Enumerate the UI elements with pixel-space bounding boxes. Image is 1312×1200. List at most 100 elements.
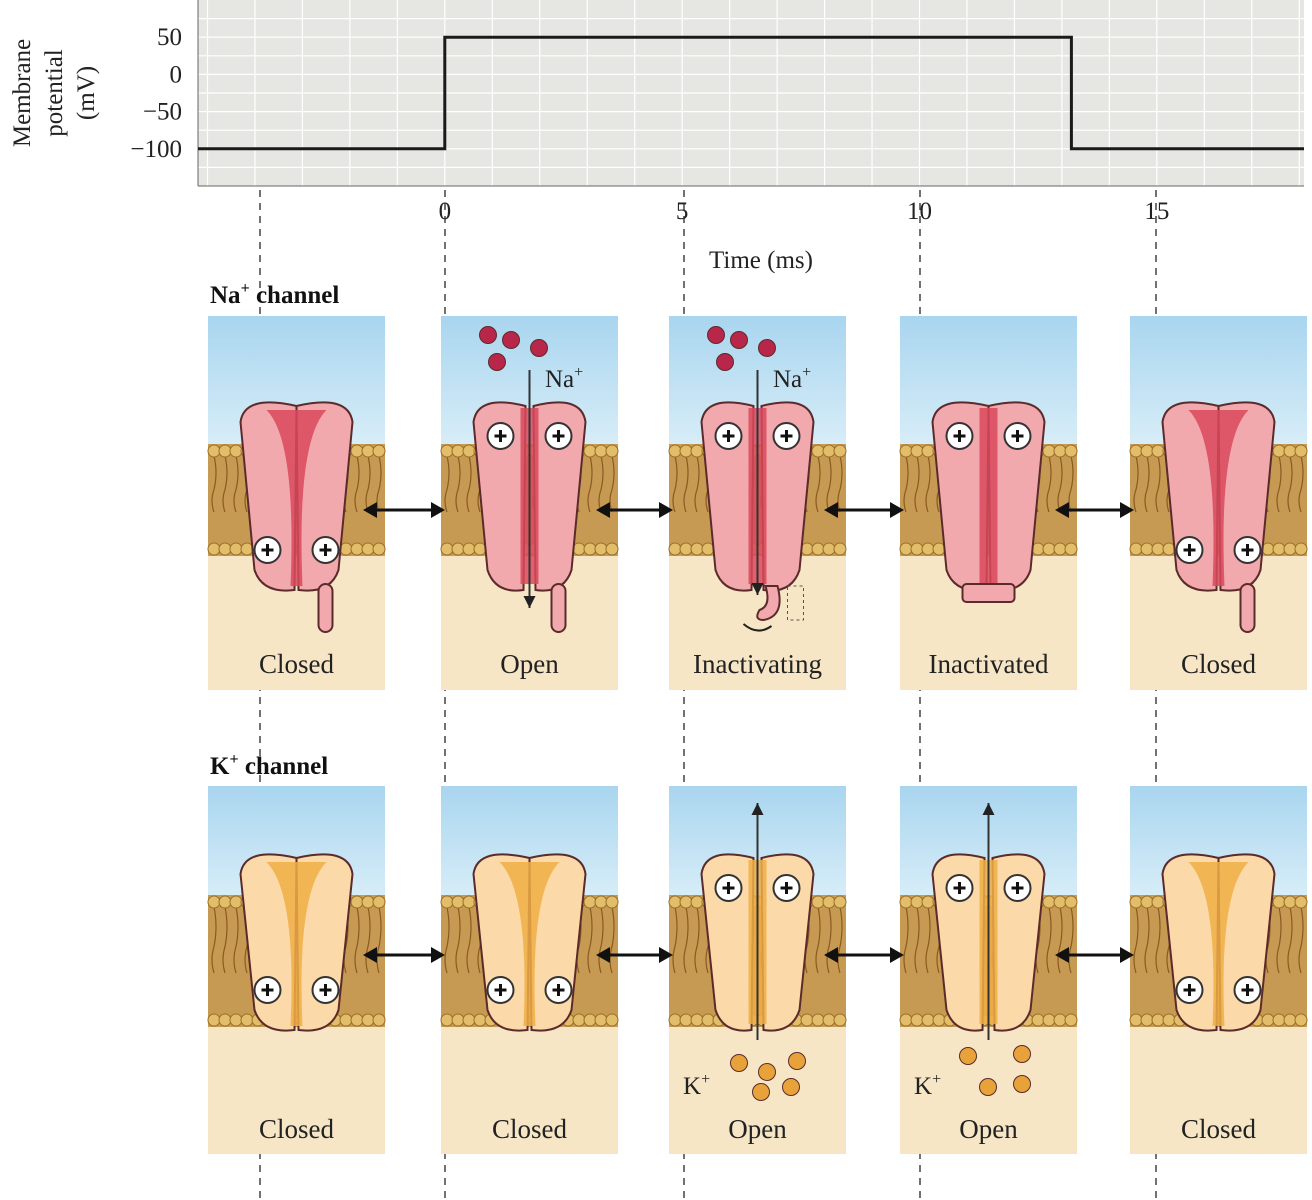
lipid-tail	[365, 906, 371, 974]
ion-particle	[758, 1063, 776, 1081]
lipid-head	[451, 1013, 465, 1027]
membrane-potential-trace	[198, 35, 1304, 151]
lipid-tail	[455, 906, 461, 974]
lipid-head	[462, 444, 476, 458]
lipid-tail	[587, 906, 593, 974]
channel-state-label: Open	[728, 1114, 787, 1144]
lipid-head	[910, 1013, 924, 1027]
lipid-head	[372, 895, 386, 909]
lipid-tail	[1068, 906, 1074, 974]
lipid-head	[372, 542, 386, 556]
lipid-head	[811, 895, 825, 909]
ion-particle	[1013, 1045, 1031, 1063]
channel-state-label: Open	[500, 649, 559, 679]
k-title-rest: channel	[239, 753, 329, 780]
inactivation-gate	[756, 585, 781, 622]
channel-subunit-left	[472, 401, 527, 592]
positive-charge-icon	[486, 422, 515, 450]
lipid-head	[668, 444, 682, 458]
lipid-head	[605, 444, 619, 458]
lipid-tail	[598, 906, 604, 974]
lipid-head	[1283, 444, 1297, 458]
pore-shading	[979, 408, 998, 584]
transition-arrow	[1055, 502, 1134, 518]
pore-shading	[1188, 862, 1249, 1026]
channel-protein	[472, 853, 587, 1032]
ion-particle	[707, 326, 725, 344]
ion-label: K+	[914, 1071, 941, 1100]
lipid-head	[822, 444, 836, 458]
lipid-tail	[815, 906, 821, 974]
pore-shading	[266, 862, 327, 1026]
lipid-head	[690, 542, 704, 556]
lipid-tail	[1133, 455, 1139, 513]
transition-arrow	[363, 502, 445, 518]
inactivation-gate-plug	[961, 583, 1016, 603]
lipid-head	[1053, 444, 1067, 458]
lipid-head	[572, 1013, 586, 1027]
lipid-head	[822, 542, 836, 556]
lipid-head	[1283, 1013, 1297, 1027]
inactivation-gate	[550, 583, 567, 633]
y-axis-label-line-3: (mV)	[73, 66, 100, 120]
x-tick-label: 10	[907, 198, 932, 225]
ion-label-charge: +	[932, 1071, 941, 1088]
lipid-tail	[914, 455, 920, 513]
ion-label: Na+	[773, 364, 811, 393]
lipid-head	[1140, 1013, 1154, 1027]
x-tick-label: 15	[1144, 198, 1169, 225]
lipid-head	[1042, 444, 1056, 458]
lipid-head	[668, 542, 682, 556]
ion-particle	[479, 326, 497, 344]
channel-subunit-left	[700, 853, 755, 1032]
channel-subunit-right	[295, 401, 354, 592]
lipid-tail	[925, 455, 931, 513]
lipid-head	[690, 444, 704, 458]
lipid-head	[899, 895, 913, 909]
lipid-tail	[1046, 906, 1052, 974]
lipid-head	[811, 444, 825, 458]
channel-state-label: Closed	[259, 649, 335, 679]
lipid-head	[679, 1013, 693, 1027]
ion-particle	[752, 1083, 770, 1101]
lipid-head	[451, 444, 465, 458]
channel-panel: Inactivated	[899, 316, 1078, 690]
lipid-head	[1272, 542, 1286, 556]
lipid-head	[701, 1013, 715, 1027]
lipid-tail	[837, 906, 843, 974]
lipid-tail	[826, 906, 832, 974]
lipid-head	[910, 444, 924, 458]
ion-particle	[730, 1054, 748, 1072]
channel-protein	[931, 401, 1046, 603]
lipid-tail	[1298, 455, 1304, 513]
channel-subunit-right	[991, 853, 1046, 1032]
y-axis-label-line-1: Membrane	[9, 39, 36, 147]
ion-particle	[782, 1078, 800, 1096]
ion-label-charge: +	[701, 1071, 710, 1088]
lipid-head	[473, 1013, 487, 1027]
x-axis-label: Time (ms)	[709, 247, 813, 274]
lipid-tail	[903, 906, 909, 974]
lipid-tail	[444, 906, 450, 974]
channel-panel: Inactivating	[668, 316, 847, 690]
y-axis-label-line-2: potential	[41, 49, 68, 137]
transition-arrow	[363, 947, 445, 963]
lipid-head	[811, 1013, 825, 1027]
lipid-head	[668, 895, 682, 909]
na-title-sup: +	[241, 280, 250, 297]
lipid-head	[1064, 444, 1078, 458]
ion-particle	[758, 339, 776, 357]
channel-state-label: Closed	[1181, 1114, 1257, 1144]
lipid-head	[899, 1013, 913, 1027]
channel-protein	[1161, 401, 1276, 633]
channel-panel: Closed	[1129, 786, 1308, 1154]
ion-particle	[1013, 1075, 1031, 1093]
ion-particle	[502, 331, 520, 349]
positive-charge-icon	[772, 874, 801, 902]
pore-shading	[1188, 410, 1249, 586]
channel-panel: Closed	[1129, 316, 1308, 690]
channel-protein	[239, 853, 354, 1032]
lipid-head	[1129, 1013, 1143, 1027]
y-tick-label: 0	[170, 61, 183, 88]
